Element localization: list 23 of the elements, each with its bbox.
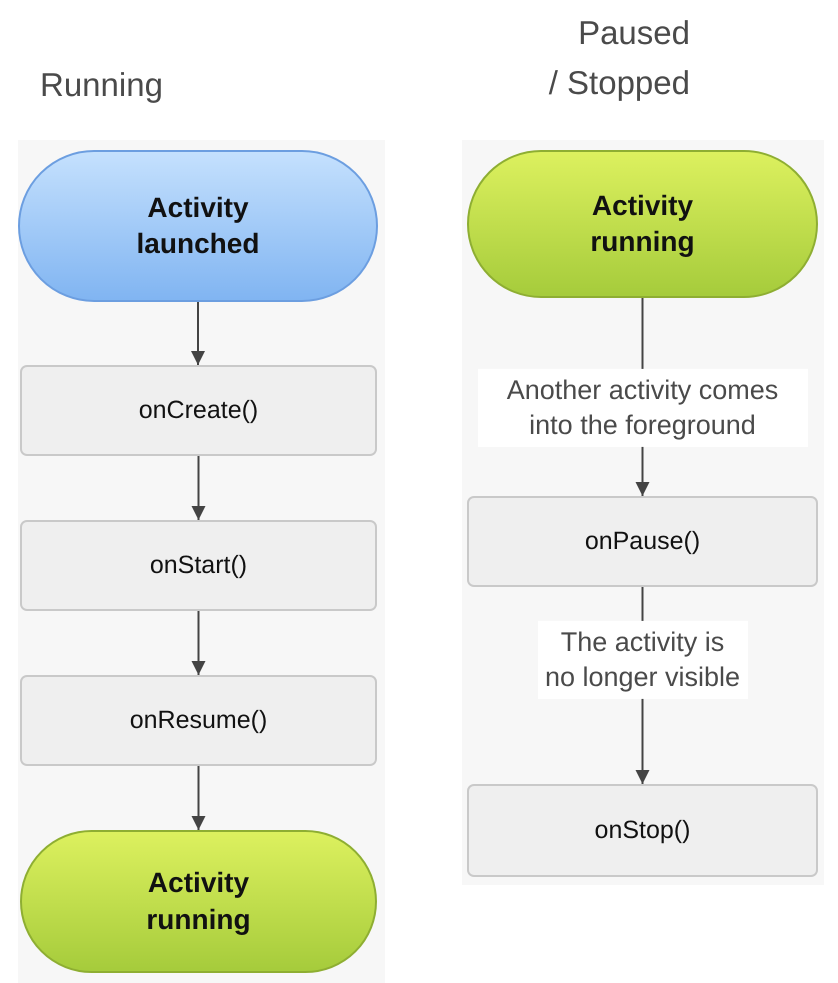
arrow — [191, 302, 205, 365]
node-label: onStart() — [150, 550, 248, 582]
node-label: Activity running — [589, 188, 696, 259]
arrow — [192, 611, 206, 675]
edge-label: Another activity comes into the foreground — [478, 368, 808, 448]
process-box — [20, 675, 377, 766]
column-heading: Running — [40, 65, 164, 105]
arrow — [192, 766, 206, 830]
edge-label: The activity is no longer visible — [538, 620, 748, 700]
column-heading: Paused / Stopped — [548, 13, 690, 103]
node-label: onCreate() — [138, 395, 258, 426]
process-box — [20, 365, 377, 456]
arrow — [192, 456, 206, 520]
node-label: Activity running — [145, 866, 252, 937]
state-terminal — [20, 830, 377, 973]
node-label: onStop() — [594, 815, 690, 846]
node-label: onPause() — [584, 526, 700, 558]
process-box — [467, 496, 818, 587]
process-box — [467, 784, 818, 877]
start-terminal — [18, 150, 378, 302]
process-box — [20, 520, 377, 611]
node-label: Activity launched — [136, 190, 260, 261]
node-label: onResume() — [130, 705, 268, 736]
